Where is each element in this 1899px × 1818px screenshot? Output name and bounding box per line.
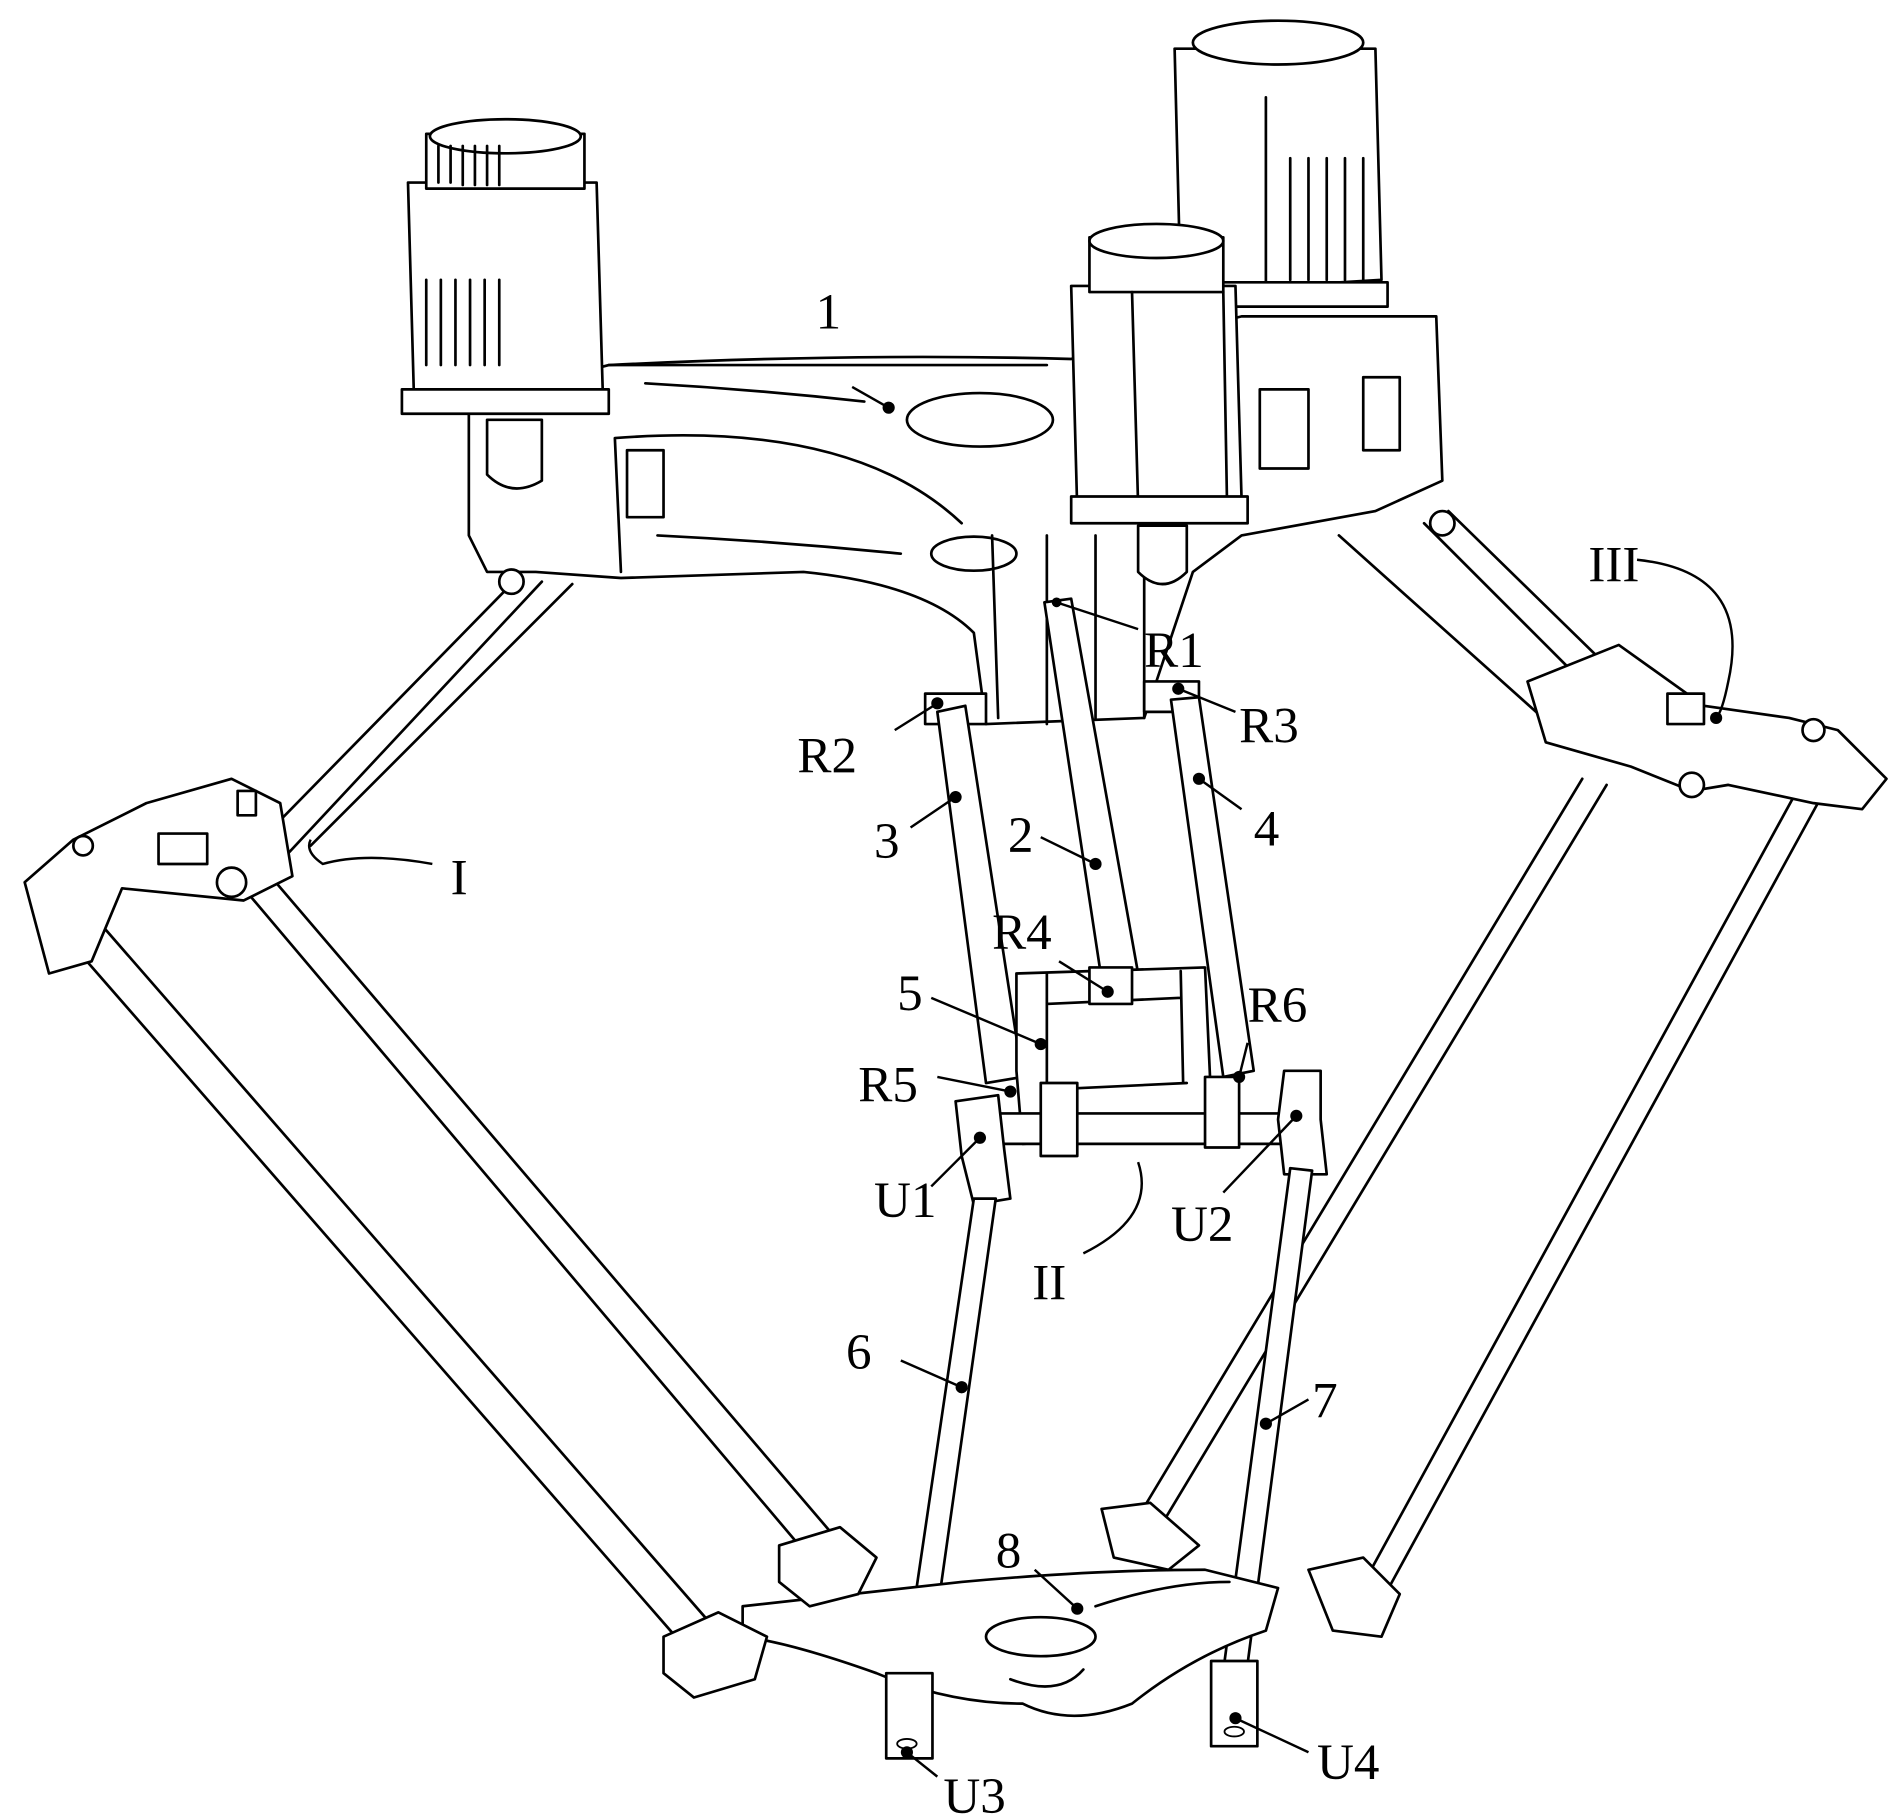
label-2: 2 (1008, 807, 1034, 864)
label-4: 4 (1254, 801, 1280, 858)
label-U4: U4 (1317, 1734, 1379, 1791)
label-U2: U2 (1171, 1196, 1233, 1253)
right-lower-arms (1132, 761, 1838, 1613)
left-lower-arms (55, 876, 840, 1637)
label-U3: U3 (943, 1768, 1005, 1818)
label-R2: R2 (797, 728, 857, 785)
link-3 (925, 694, 1022, 1083)
joint-I (25, 569, 524, 973)
label-R6: R6 (1248, 977, 1308, 1034)
label-III: III (1588, 537, 1639, 594)
label-1: 1 (816, 284, 842, 341)
label-3: 3 (874, 813, 900, 870)
joint-III (1430, 511, 1886, 809)
label-R1: R1 (1144, 622, 1204, 679)
label-6: 6 (846, 1324, 872, 1381)
base-plate (469, 316, 1442, 724)
label-R4: R4 (992, 904, 1052, 961)
label-R5: R5 (858, 1056, 918, 1113)
label-U1: U1 (874, 1172, 936, 1229)
label-5: 5 (897, 965, 923, 1022)
label-7: 7 (1312, 1373, 1338, 1430)
label-II: II (1032, 1255, 1066, 1312)
label-R3: R3 (1239, 697, 1299, 754)
label-I: I (451, 849, 468, 906)
label-8: 8 (996, 1522, 1022, 1579)
